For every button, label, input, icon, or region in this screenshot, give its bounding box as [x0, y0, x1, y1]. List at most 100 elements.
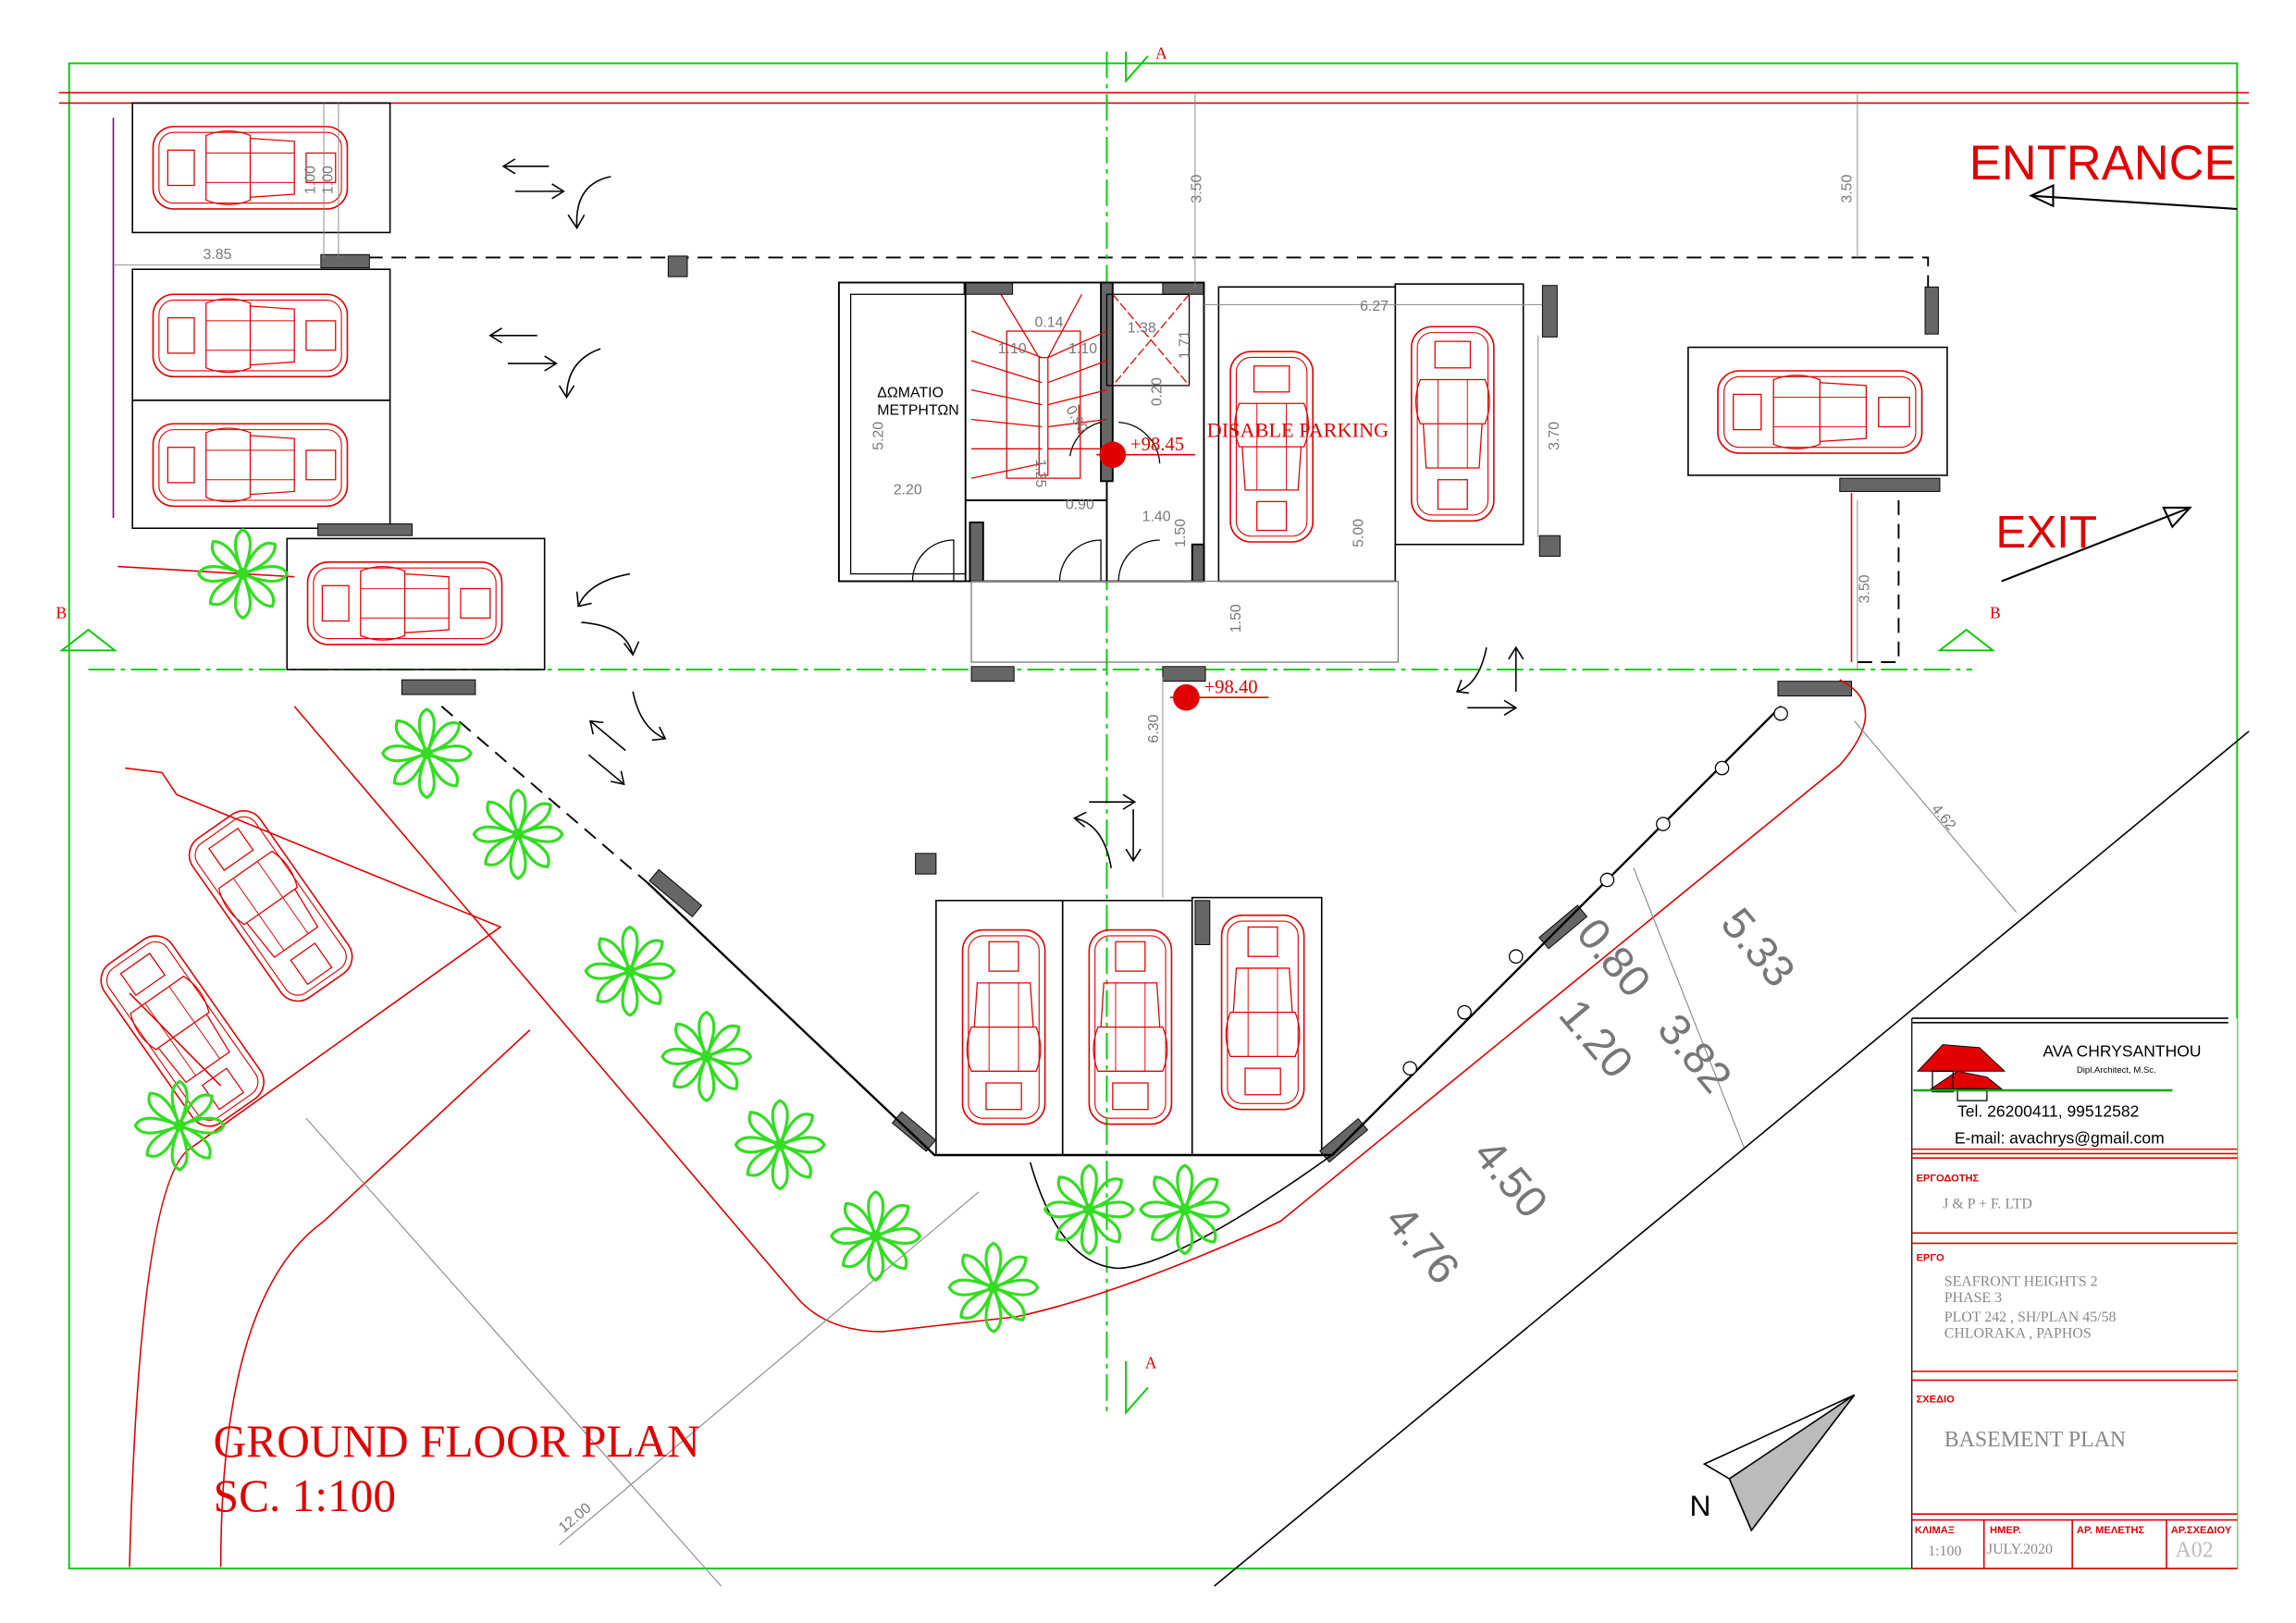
dimension-label: 1.50 [1173, 519, 1189, 547]
sheet-border [68, 62, 2239, 1570]
drawing-title: GROUND FLOOR PLAN [214, 1416, 700, 1467]
dimension-label: 3.82 [1648, 1005, 1740, 1102]
car [1220, 914, 1305, 1111]
building-walls [647, 705, 1782, 1270]
dimension-label: 1.00 [321, 166, 337, 194]
dimension-label: 1.50 [1228, 604, 1244, 633]
architect-email: E-mail: avachrys@gmail.com [1955, 1128, 2165, 1147]
tree [584, 925, 676, 1017]
car [92, 927, 273, 1136]
dimension-label: 4.62 [1928, 802, 1958, 834]
architect-logo [1913, 1044, 2173, 1101]
dimension-label: 1.38 [1128, 321, 1156, 337]
section-b-label-left: B [56, 603, 67, 621]
section-line-b [59, 628, 1996, 670]
drawing-label: ΣΧΕΔΙΟ [1917, 1394, 1956, 1405]
dimension-label: 3.70 [1547, 422, 1562, 450]
tree [472, 788, 564, 880]
dimension-label: 5.33 [1711, 899, 1804, 996]
dashed-boundary [320, 256, 1930, 884]
exit-label: EXIT [1995, 507, 2097, 558]
sheet-no: A02 [2176, 1538, 2214, 1562]
road-lines [305, 720, 2250, 1587]
title-block: AVA CHRYSANTHOU Dipl.Architect, M.Sc. Te… [1911, 1017, 2238, 1569]
section-b-label-right: B [1990, 603, 2001, 621]
car [1717, 370, 1923, 454]
project-line: CHLORAKA , PAPHOS [1944, 1325, 2092, 1341]
client-name: J & P + F. LTD [1943, 1196, 2032, 1211]
drawing-name: BASEMENT PLAN [1944, 1428, 2126, 1452]
dimension-label: 1.71 [1178, 330, 1193, 359]
tree [1043, 1163, 1135, 1256]
project-line: PHASE 3 [1944, 1290, 2002, 1306]
parking-stalls [131, 102, 1948, 1156]
tree [947, 1241, 1040, 1334]
car [1229, 350, 1314, 543]
architect-title: Dipl.Architect, M.Sc. [2077, 1065, 2156, 1076]
columns [317, 253, 1941, 1163]
dimension-label: 1.40 [1142, 509, 1171, 524]
disable-parking-label: DISABLE PARKING [1207, 419, 1389, 442]
car [1410, 326, 1495, 523]
scale-label: ΚΛΙΜΑΞ [1915, 1525, 1955, 1536]
north-label: N [1689, 1489, 1710, 1522]
tree [381, 707, 473, 799]
sheet-no-label: ΑΡ.ΣΧΕΔΙΟΥ [2171, 1525, 2232, 1536]
tree [197, 528, 289, 620]
dimension-label: 4.76 [1376, 1197, 1468, 1294]
dimension-label: 2.20 [894, 483, 922, 498]
scale-value: 1:100 [1928, 1543, 1961, 1559]
room-label: ΜΕΤΡΗΤΩΝ [877, 403, 958, 419]
dimension-label: 12.00 [556, 1500, 595, 1536]
date-label: ΗΜΕΡ. [1990, 1525, 2021, 1536]
section-a-label-top: A [1155, 44, 1167, 63]
curb-circles [1402, 706, 1788, 1076]
entrance-label: ENTRANCE [1969, 136, 2237, 191]
dimension-label: 4.50 [1464, 1130, 1557, 1227]
dimension-label: 5.00 [1351, 519, 1366, 547]
date-value: JULY.2020 [1987, 1542, 2053, 1557]
tree [660, 1011, 753, 1102]
dimension-label: 1.25 [1032, 459, 1048, 487]
drawing-scale: SC. 1:100 [214, 1470, 396, 1521]
dimension-label: 1.20 [1549, 990, 1642, 1088]
dimension-label: 0.90 [1066, 498, 1094, 513]
study-no-label: ΑΡ. ΜΕΛΕΤΗΣ [2077, 1525, 2145, 1536]
staircase [970, 293, 1191, 479]
dimension-label: 6.30 [1146, 714, 1162, 743]
room-label: ΔΩΜΑΤΙΟ [877, 386, 944, 401]
dimension-label: 3.85 [204, 247, 232, 263]
car [1088, 928, 1173, 1125]
dimension-label: 3.50 [1858, 574, 1873, 603]
plot-boundary-red [117, 493, 1867, 1568]
dimension-label: 5.20 [871, 422, 887, 450]
level-marker-upper: +98.45 [1096, 435, 1195, 468]
level-lower-text: +98.40 [1204, 677, 1257, 697]
tree [1139, 1163, 1231, 1256]
project-line: SEAFRONT HEIGHTS 2 [1944, 1274, 2098, 1290]
section-line-a [1105, 51, 1149, 1415]
project-line: PLOT 242 , SH/PLAN 45/58 [1944, 1309, 2117, 1325]
dimension-label: 3.50 [1189, 174, 1204, 203]
north-arrow-icon [1702, 1394, 1856, 1532]
dimension-label: 1.00 [302, 166, 318, 194]
level-marker-lower: +98.40 [1169, 677, 1269, 711]
dimension-label: 6.27 [1360, 299, 1389, 314]
car [961, 928, 1046, 1125]
dimension-label: 0.90 [1062, 403, 1090, 436]
car [152, 293, 349, 378]
traffic-arrows [488, 158, 2238, 868]
car [306, 561, 503, 646]
building-core [837, 281, 1400, 663]
dimension-label: 3.50 [1840, 174, 1856, 203]
dimension-label: 0.20 [1149, 377, 1165, 406]
car [152, 423, 349, 508]
dimension-label: 1.10 [1068, 341, 1097, 357]
dimension-label: 0.14 [1034, 314, 1063, 330]
section-a-label-bottom: A [1145, 1354, 1157, 1372]
level-upper-text: +98.45 [1130, 435, 1184, 455]
project-label: ΕΡΓΟ [1917, 1253, 1945, 1264]
architect-tel: Tel. 26200411, 99512582 [1957, 1102, 2139, 1121]
architect-name: AVA CHRYSANTHOU [2043, 1041, 2201, 1060]
